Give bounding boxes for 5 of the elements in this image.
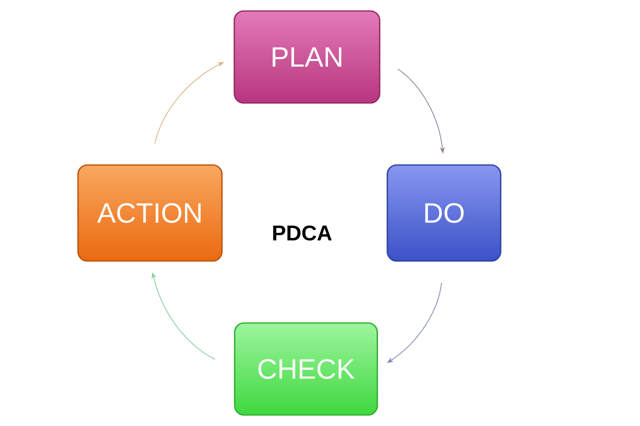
process-box: CHECK [234, 322, 378, 416]
center-label: PDCA [273, 225, 332, 241]
process-box: PLAN [234, 10, 380, 104]
process-box: DO [386, 164, 502, 262]
process-box: ACTION [77, 164, 223, 262]
